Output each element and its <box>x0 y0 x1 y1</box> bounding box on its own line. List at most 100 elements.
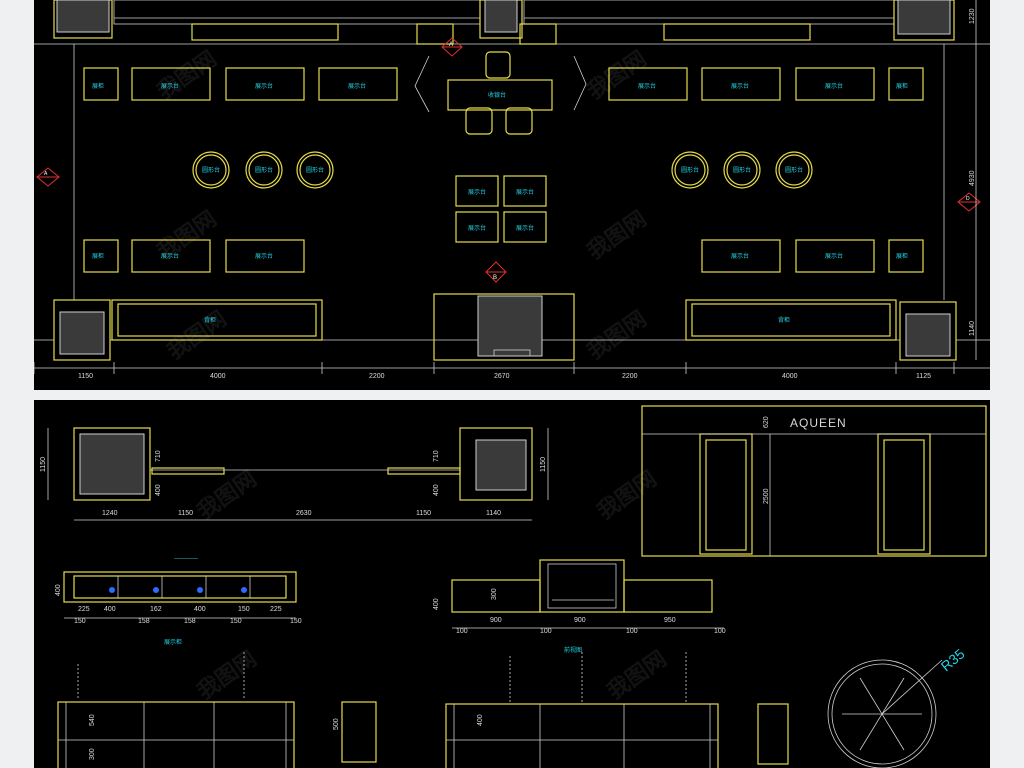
label-island-2: 展示台 <box>516 188 534 196</box>
svg-text:162: 162 <box>150 606 162 613</box>
svg-text:158: 158 <box>184 618 196 625</box>
brand-name: AQUEEN <box>790 416 847 430</box>
floor-plan-drawing: 展柜 展示台 展示台 展示台 展示台 展示台 展示台 展柜 收银台 圆形台 圆形… <box>34 0 990 380</box>
label-display-13: 展示台 <box>825 252 843 260</box>
svg-text:500: 500 <box>333 718 340 730</box>
svg-text:158: 158 <box>138 618 150 625</box>
svg-text:150: 150 <box>230 618 242 625</box>
floor-plan-panel: 展柜 展示台 展示台 展示台 展示台 展示台 展示台 展柜 收银台 圆形台 圆形… <box>34 0 990 390</box>
elevation-mid-side <box>757 703 789 765</box>
label-display-6: 展示台 <box>731 82 749 90</box>
dim-mid-1: 710 <box>155 450 162 462</box>
dim-d3: 2630 <box>296 510 312 517</box>
elevation-mid <box>445 703 719 768</box>
dim-b3: 2200 <box>369 373 385 380</box>
round-table-top <box>827 659 937 768</box>
detail-panel: 1150 1150 710 400 710 400 1240 1150 2630… <box>34 400 990 768</box>
label-display-10: 展示台 <box>161 252 179 260</box>
label-round-6: 圆形台 <box>785 166 803 174</box>
detail-drawing: 1150 1150 710 400 710 400 1240 1150 2630… <box>40 405 987 768</box>
svg-text:100: 100 <box>714 628 726 635</box>
label-island-3: 展示台 <box>468 224 486 232</box>
storefront-elevation <box>641 405 987 557</box>
svg-text:400: 400 <box>477 714 484 726</box>
section-marker-left: A <box>36 167 60 187</box>
label-display-12: 展示台 <box>731 252 749 260</box>
svg-text:300: 300 <box>491 588 498 600</box>
svg-text:B: B <box>493 275 497 281</box>
svg-text:400: 400 <box>104 606 116 613</box>
dim-d5: 1140 <box>486 510 501 517</box>
svg-text:900: 900 <box>490 617 502 624</box>
dim-b7: 1125 <box>916 373 931 380</box>
svg-text:A: A <box>44 171 48 177</box>
label-round-4: 圆形台 <box>681 166 699 174</box>
cabinet-left <box>63 571 297 603</box>
label-round-2: 圆形台 <box>255 166 273 174</box>
svg-text:225: 225 <box>78 606 90 613</box>
dim-right-1150: 1150 <box>540 457 547 472</box>
label-island-1: 展示台 <box>468 188 486 196</box>
label-display-5: 展示台 <box>638 82 656 90</box>
label-display-3: 展示台 <box>255 82 273 90</box>
label-display-14: 展柜 <box>896 252 908 260</box>
svg-text:D: D <box>966 196 970 202</box>
elevation-left <box>57 701 295 768</box>
dim-2500: 2500 <box>763 488 770 504</box>
label-round-1: 圆形台 <box>202 166 220 174</box>
dim-d2: 1150 <box>178 510 193 517</box>
svg-text:150: 150 <box>74 618 86 625</box>
dim-d1: 1240 <box>102 510 118 517</box>
svg-text:400: 400 <box>433 598 440 610</box>
dim-cab-h: 400 <box>55 584 62 596</box>
watermark-5: 我图网 <box>163 306 231 364</box>
svg-text:100: 100 <box>540 628 552 635</box>
dim-b1: 1150 <box>78 373 93 380</box>
elevation-side <box>341 701 377 763</box>
svg-text:150: 150 <box>290 618 302 625</box>
dim-mid-2: 400 <box>155 484 162 496</box>
title-cabinet-mid: 前视图 <box>564 646 582 654</box>
label-display-2: 展示台 <box>161 82 179 90</box>
label-island-4: 展示台 <box>516 224 534 232</box>
svg-text:我图网: 我图网 <box>603 646 671 704</box>
watermark-1: 我图网 <box>153 46 221 104</box>
dim-r3: 1140 <box>969 321 976 336</box>
dim-b2: 4000 <box>210 373 226 380</box>
dim-b4: 2670 <box>494 373 510 380</box>
svg-text:————: ———— <box>174 556 198 562</box>
label-display-9: 展柜 <box>92 252 104 260</box>
svg-text:400: 400 <box>194 606 206 613</box>
label-round-3: 圆形台 <box>306 166 324 174</box>
title-cabinet-left: 展示柜 <box>164 638 182 646</box>
label-back-left: 背柜 <box>204 316 216 324</box>
dim-r2: 4930 <box>969 170 976 186</box>
svg-text:我图网: 我图网 <box>593 466 661 524</box>
dim-b5: 2200 <box>622 373 638 380</box>
label-display-11: 展示台 <box>255 252 273 260</box>
dim-r1: 1230 <box>969 8 976 24</box>
svg-text:150: 150 <box>238 606 250 613</box>
svg-text:300: 300 <box>89 748 96 760</box>
section-marker-center: B <box>485 261 507 283</box>
label-display-1: 展柜 <box>92 82 104 90</box>
radius-label: R35 <box>938 645 968 674</box>
svg-text:950: 950 <box>664 617 676 624</box>
label-cash-desk: 收银台 <box>488 91 506 99</box>
dim-b6: 4000 <box>782 373 798 380</box>
dim-left-1150: 1150 <box>40 457 47 472</box>
label-display-7: 展示台 <box>825 82 843 90</box>
svg-text:225: 225 <box>270 606 282 613</box>
dim-mid-3: 710 <box>433 450 440 462</box>
svg-text:我图网: 我图网 <box>193 646 261 704</box>
section-marker-right: D <box>957 192 981 212</box>
section-marker-top: A <box>441 37 463 57</box>
svg-text:100: 100 <box>626 628 638 635</box>
dim-d4: 1150 <box>416 510 431 517</box>
svg-text:A: A <box>449 42 453 48</box>
watermark-2: 我图网 <box>583 46 651 104</box>
label-round-5: 圆形台 <box>733 166 751 174</box>
label-display-4: 展示台 <box>348 82 366 90</box>
svg-text:540: 540 <box>89 714 96 726</box>
dim-620: 620 <box>763 416 770 428</box>
